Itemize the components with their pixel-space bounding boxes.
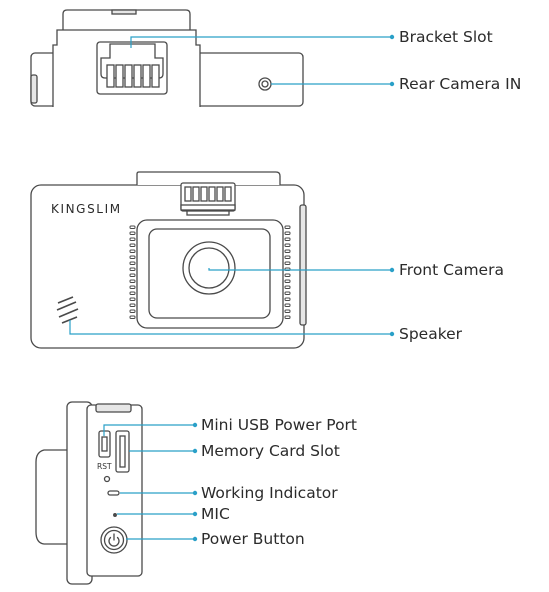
- label-mic: MIC: [201, 505, 230, 523]
- vent-slot: [129, 303, 136, 307]
- vent-slot: [284, 261, 291, 265]
- callout-dots: [192, 34, 395, 542]
- vent-slot: [284, 243, 291, 247]
- label-mini-usb-power-port: Mini USB Power Port: [201, 416, 357, 434]
- vent-slot: [129, 249, 136, 253]
- label-front-camera: Front Camera: [399, 261, 504, 279]
- vent-slot: [284, 285, 291, 289]
- vent-slot: [129, 237, 136, 241]
- label-rear-camera-in: Rear Camera IN: [399, 75, 522, 93]
- leader-speaker: [69, 320, 392, 335]
- front-mount: [136, 171, 281, 185]
- label-bracket-slot: Bracket Slot: [399, 28, 493, 46]
- vent-slot: [129, 297, 136, 301]
- label-power-button: Power Button: [201, 530, 305, 548]
- vent-slot: [284, 279, 291, 283]
- vent-slot: [284, 291, 291, 295]
- vent-slot: [129, 309, 136, 313]
- top-view: [30, 9, 304, 107]
- vent-slot: [129, 273, 136, 277]
- vent-slot: [284, 231, 291, 235]
- bracket-tooth: [106, 64, 115, 88]
- vent-slot: [284, 249, 291, 253]
- mic-hole: [113, 513, 117, 517]
- vent-slot: [129, 291, 136, 295]
- front-vents: [129, 225, 291, 319]
- front-right-edge: [299, 204, 307, 326]
- vent-slot: [284, 273, 291, 277]
- vent-slot: [284, 237, 291, 241]
- label-working-indicator: Working Indicator: [201, 484, 338, 502]
- working-indicator-light: [107, 490, 120, 496]
- callout-lines: [69, 36, 392, 540]
- vent-slot: [129, 231, 136, 235]
- top-left-step: [30, 74, 38, 104]
- vent-slot: [284, 303, 291, 307]
- label-speaker: Speaker: [399, 325, 463, 343]
- top-tab: [111, 9, 137, 15]
- leader-mini-usb: [103, 424, 195, 436]
- bracket-tooth: [151, 64, 160, 88]
- reset-hole: [103, 475, 111, 483]
- vent-slot: [129, 267, 136, 271]
- side-top-lip: [95, 403, 132, 413]
- vent-slot: [129, 285, 136, 289]
- vent-slot: [284, 255, 291, 259]
- vent-slot: [129, 315, 136, 319]
- vent-slot: [129, 279, 136, 283]
- leader-front-camera: [208, 268, 392, 271]
- leader-bracket-slot: [130, 36, 392, 48]
- vent-slot: [129, 255, 136, 259]
- vent-slot: [284, 297, 291, 301]
- vent-slot: [284, 315, 291, 319]
- label-memory-card-slot: Memory Card Slot: [201, 442, 340, 460]
- vent-slot: [129, 225, 136, 229]
- bracket-tooth: [142, 64, 151, 88]
- reset-label: RST: [97, 462, 112, 471]
- bracket-tooth: [133, 64, 142, 88]
- vent-slot: [284, 309, 291, 313]
- bracket-tooth: [115, 64, 124, 88]
- vent-slot: [284, 225, 291, 229]
- front-view: [30, 171, 307, 349]
- bracket-tooth: [124, 64, 133, 88]
- side-lens-barrel: [35, 449, 68, 545]
- power-icon: [108, 533, 120, 547]
- brand-logo: KINGSLIM: [51, 202, 122, 216]
- vent-slot: [129, 243, 136, 247]
- vent-slot: [129, 261, 136, 265]
